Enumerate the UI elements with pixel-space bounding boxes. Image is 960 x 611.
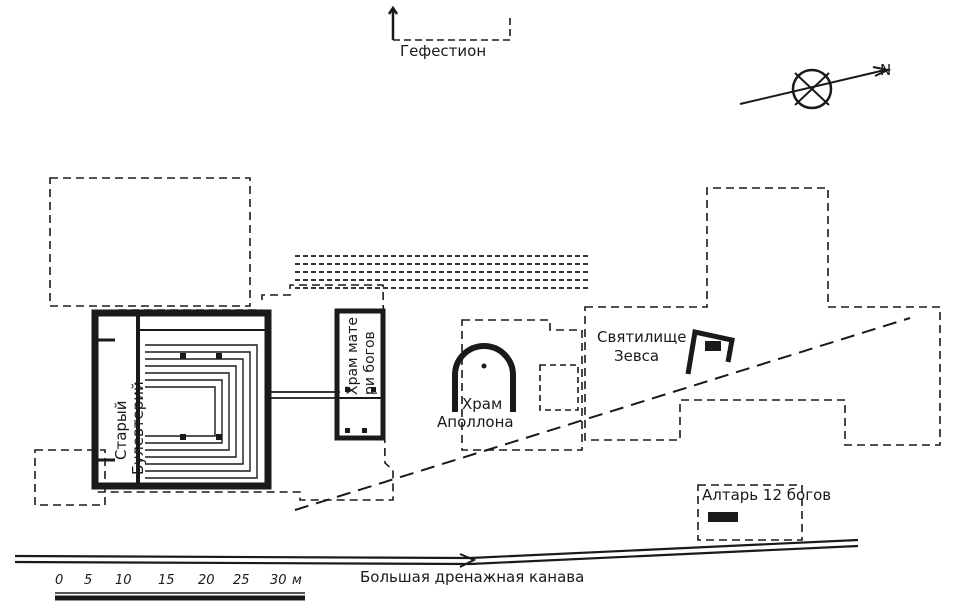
dashed-diagonal-street	[294, 317, 911, 511]
dashed-zeus-precinct	[584, 187, 941, 446]
label-old-bouleuterion-1: Старый	[112, 400, 130, 460]
dashed-apollo-precinct	[461, 319, 583, 451]
bouleuterion-columns	[180, 353, 222, 440]
zeus-sanctuary-walls	[685, 329, 735, 375]
label-zeus-1: Святилище	[597, 328, 687, 346]
altar-12-gods-block	[708, 512, 738, 522]
dashed-stoa-lines	[295, 255, 588, 289]
scale-tick-20: 20	[198, 573, 215, 588]
dashed-structure-northwest	[49, 177, 251, 307]
mother-temple-columns	[345, 387, 376, 433]
hephaisteion-marker	[387, 5, 511, 41]
temple-apollo-apse	[452, 343, 516, 412]
label-apollo-2: Аполлона	[437, 413, 514, 431]
scale-tick-15: 15	[158, 573, 175, 588]
label-apollo-1: Храм	[462, 395, 502, 413]
label-mother-temple-2: ри богов	[362, 331, 378, 395]
label-old-bouleuterion-2: Булевтерий	[129, 381, 147, 475]
scale-tick-0: 0	[55, 573, 63, 588]
north-compass	[739, 66, 892, 110]
scale-bar	[55, 592, 305, 601]
old-bouleuterion-wall	[91, 309, 272, 490]
scale-unit: м	[292, 573, 302, 588]
dashed-altar-precinct	[697, 484, 803, 541]
dashed-small-shrine	[539, 364, 579, 411]
scale-tick-10: 10	[115, 573, 132, 588]
bouleuterion-seating	[145, 344, 258, 479]
zeus-altar-block	[705, 341, 721, 351]
label-hephaisteion: Гефестион	[400, 42, 486, 60]
label-drain: Большая дренажная канава	[360, 568, 584, 586]
label-altar-12-gods: Алтарь 12 богов	[702, 486, 831, 504]
scale-tick-30: 30	[270, 573, 287, 588]
label-mother-temple-1: Храм мате	[345, 317, 361, 395]
scale-tick-5: 5	[84, 573, 92, 588]
label-zeus-2: Зевса	[614, 347, 659, 365]
scale-tick-25: 25	[233, 573, 250, 588]
dashed-structure-west	[34, 449, 106, 506]
temple-mother-of-gods	[334, 308, 386, 441]
label-north: N	[880, 61, 891, 79]
drain-channel	[14, 538, 859, 568]
scale-tick-labels: 0 5 10 15 20 25 30 м	[55, 573, 302, 588]
